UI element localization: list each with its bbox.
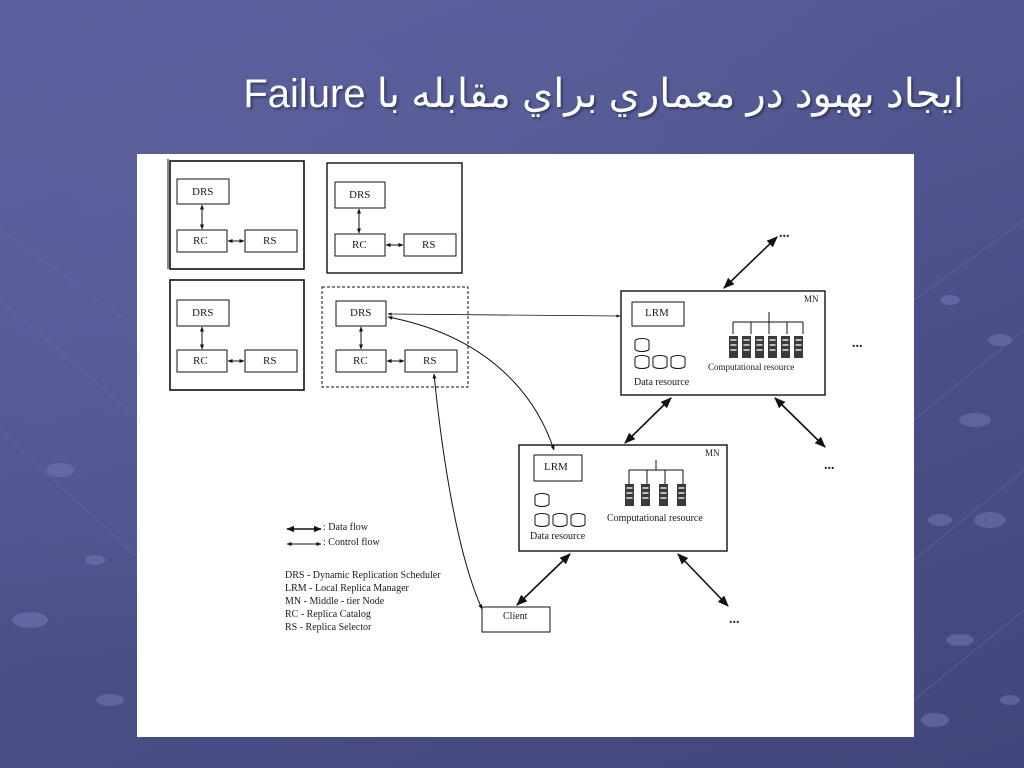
figure-panel: DRS RC RS DRS RC RS DRS RC RS DRS RC RS … [137,154,914,737]
abbreviation-item: RC - Replica Catalog [285,609,371,620]
drs-label: DRS [192,186,214,198]
rc-label: RC [353,355,368,367]
legend-data-flow: : Data flow [323,522,368,533]
ellipsis-top: ... [779,226,790,241]
rc-label: RC [193,235,208,247]
rc-label: RC [193,355,208,367]
cluster-dashed [321,286,469,388]
cluster-top-left [167,159,305,270]
abbreviation-item: MN - Middle - tier Node [285,596,385,607]
architecture-diagram [167,159,826,633]
cluster-bottom-left [169,279,305,391]
abbreviation-item: LRM - Local Replica Manager [285,583,409,594]
ellipsis-bottom: ... [729,612,740,627]
abbreviation-list: DRS - Dynamic Replication Scheduler LRM … [285,569,441,634]
rs-label: RS [263,235,277,247]
lrm-label: LRM [645,307,669,319]
ellipsis-right: ... [852,336,863,351]
computational-resource-label: Computational resource [607,513,703,524]
middle-tier-node-lower [518,444,728,552]
legend-control-flow: : Control flow [323,537,380,548]
slide-title: ايجاد بهبود در معماري براي مقابله با Fai… [243,72,964,116]
drs-label: DRS [349,189,371,201]
legend-arrows [286,525,322,546]
rs-label: RS [263,355,277,367]
abbreviation-item: DRS - Dynamic Replication Scheduler [285,570,441,581]
lrm-label: LRM [544,461,568,473]
client-label: Client [503,611,528,622]
cluster-top-middle [326,162,463,274]
computational-resource-label: Computational resource [708,362,795,372]
abbreviation-item: RS - Replica Selector [285,622,372,633]
rs-label: RS [422,239,436,251]
ellipsis-lower-right: ... [824,458,835,473]
rc-label: RC [352,239,367,251]
rs-label: RS [423,355,437,367]
data-resource-label: Data resource [530,531,586,542]
mn-label: MN [804,294,819,304]
drs-label: DRS [192,307,214,319]
flow-arrows [387,236,826,610]
drs-label: DRS [350,307,372,319]
data-resource-label: Data resource [634,377,690,388]
middle-tier-node-upper [620,290,826,396]
mn-label: MN [705,448,720,458]
client-box [481,606,551,633]
